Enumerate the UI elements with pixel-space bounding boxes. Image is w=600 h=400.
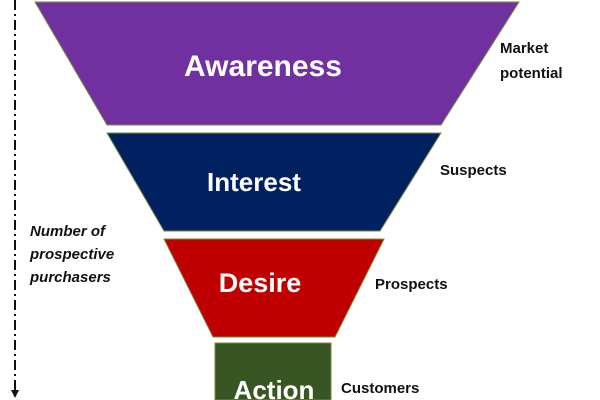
stage-awareness-label: Awareness	[184, 50, 342, 83]
stage-action-label: Action	[234, 375, 315, 400]
outcome-line: Market	[500, 40, 549, 57]
outcome-label-desire: Prospects	[375, 272, 448, 297]
outcome-label-interest: Suspects	[440, 158, 507, 183]
stage-desire-shape	[163, 238, 385, 338]
stage-action-shape	[214, 342, 332, 400]
axis-label: Number of prospective purchasers	[30, 220, 114, 289]
axis-label-line: purchasers	[30, 269, 111, 286]
stage-desire-label: Desire	[219, 268, 302, 298]
outcome-line: Customers	[341, 380, 420, 397]
outcome-line: Prospects	[375, 276, 448, 293]
stage-interest-shape	[106, 132, 442, 232]
axis-label-line: prospective	[30, 246, 115, 263]
stage-interest-label: Interest	[207, 167, 301, 197]
outcome-label-awareness: Market potential	[500, 36, 563, 86]
outcome-line: potential	[500, 65, 563, 82]
stage-awareness-shape	[34, 1, 520, 126]
axis-arrow-icon	[11, 390, 19, 398]
outcome-line: Suspects	[440, 162, 507, 179]
axis-label-line: Number of	[30, 223, 105, 240]
outcome-label-action: Customers	[341, 376, 419, 400]
